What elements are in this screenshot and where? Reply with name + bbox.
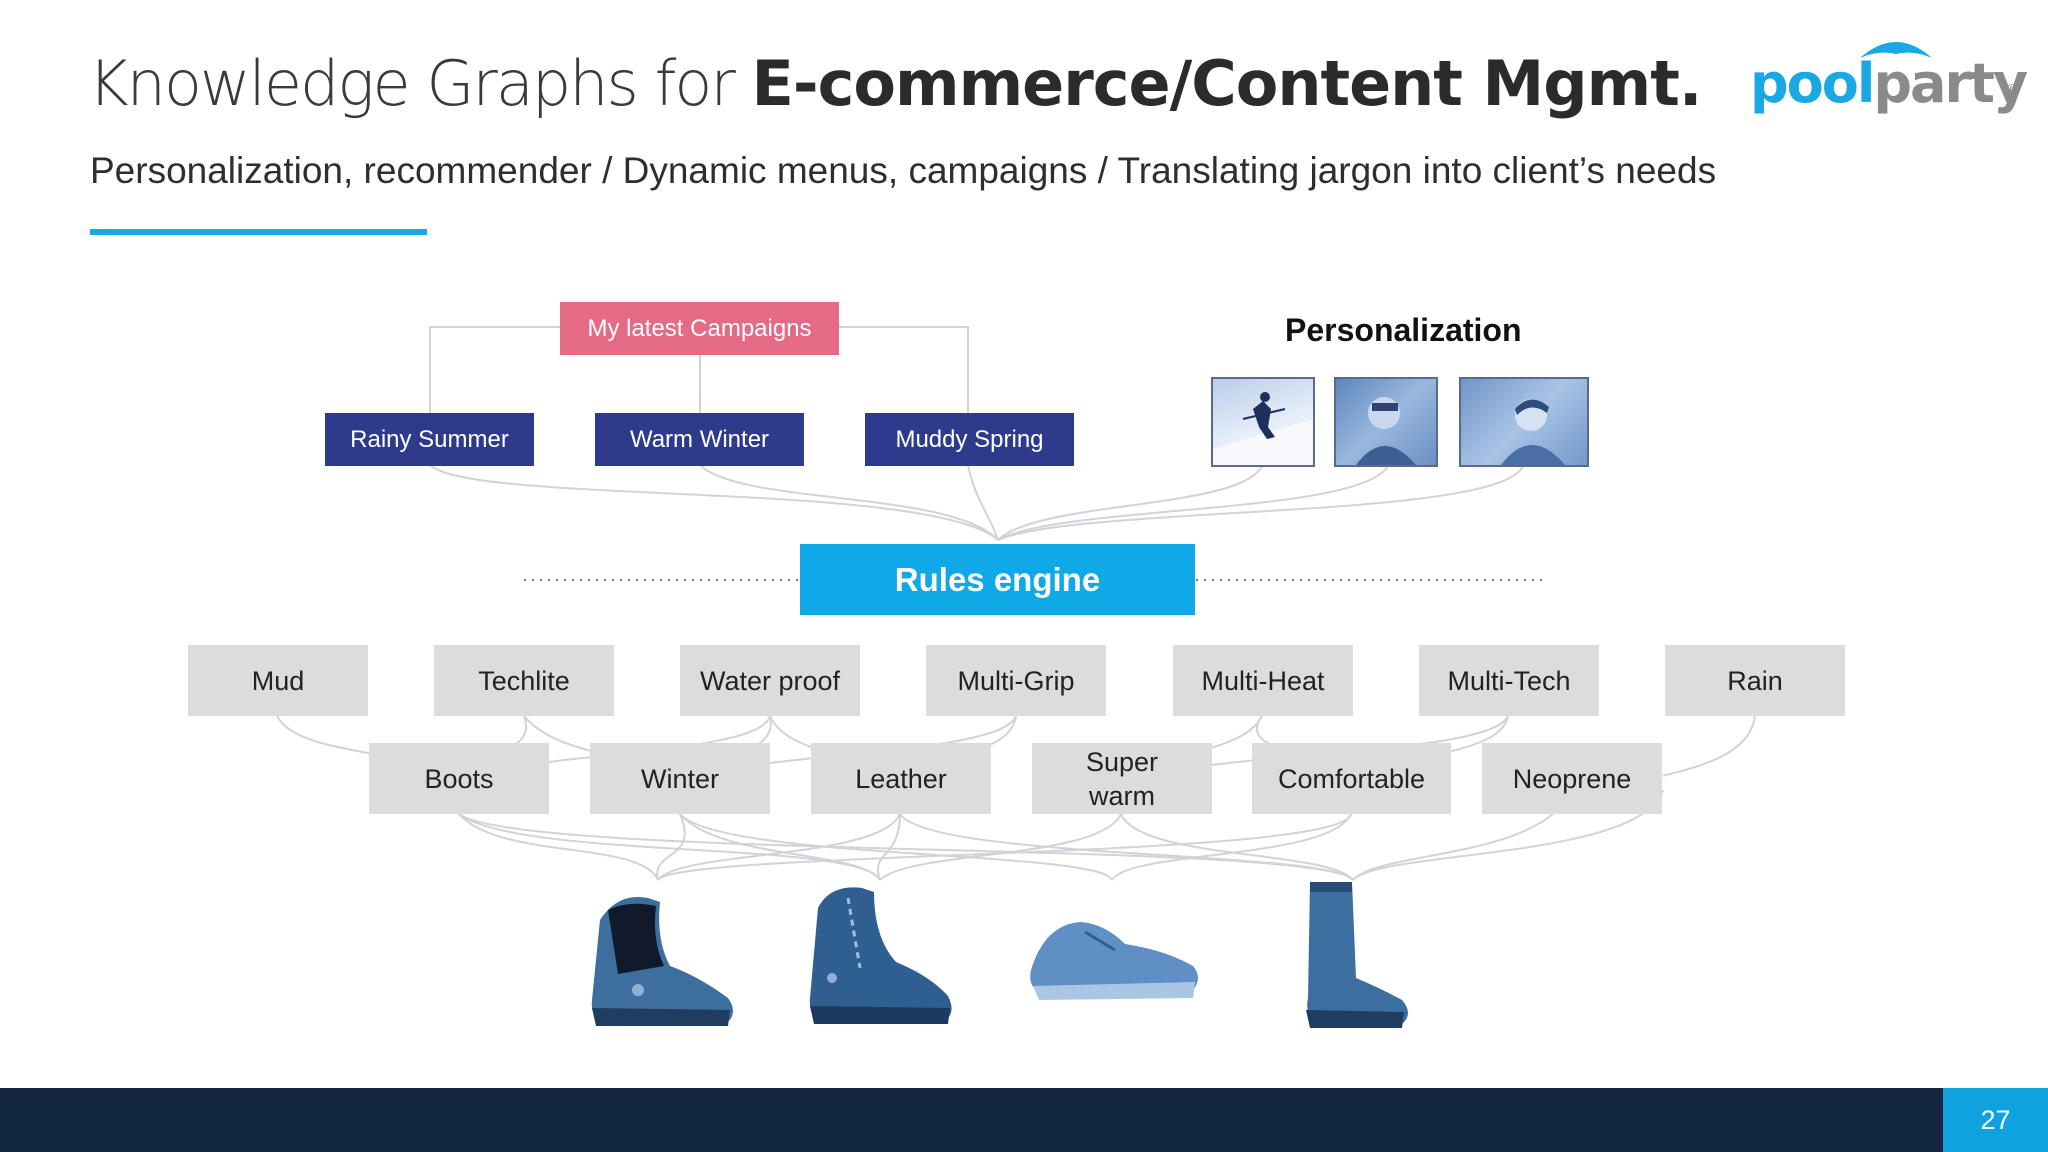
title-light: Knowledge Graphs for xyxy=(88,47,752,120)
attribute-node-comfortable: Comfortable xyxy=(1252,743,1451,814)
page-number: 27 xyxy=(1943,1088,2048,1152)
attribute-node-multi-heat: Multi-Heat xyxy=(1173,645,1353,716)
season-node-rainy-summer: Rainy Summer xyxy=(325,413,534,466)
season-node-muddy-spring: Muddy Spring xyxy=(865,413,1074,466)
campaigns-node: My latest Campaigns xyxy=(560,302,839,355)
season-node-warm-winter: Warm Winter xyxy=(595,413,804,466)
attribute-node-techlite: Techlite xyxy=(434,645,614,716)
registered-mark: ® xyxy=(2006,82,2018,99)
woman-outdoor-photo xyxy=(1459,377,1589,467)
title-bold: E-commerce/Content Mgmt. xyxy=(751,47,1703,120)
personalization-title: Personalization xyxy=(1285,312,1522,348)
attribute-node-rain: Rain xyxy=(1665,645,1845,716)
footer-bar xyxy=(0,1088,2048,1152)
hiker-photo xyxy=(1334,377,1438,467)
poolparty-logo: poolparty ® xyxy=(1748,30,2028,120)
attribute-node-mud: Mud xyxy=(188,645,368,716)
umbrella-icon xyxy=(1860,42,1932,58)
slide-title: Knowledge Graphs for E-commerce/Content … xyxy=(88,40,1703,122)
rain-boot-image xyxy=(1306,882,1408,1028)
attribute-node-multi-tech: Multi-Tech xyxy=(1419,645,1599,716)
hiking-boot-image xyxy=(809,887,952,1024)
logo-wordmark: poolparty xyxy=(1750,52,2028,115)
accent-underline xyxy=(90,229,427,235)
logo-part-pool: pool xyxy=(1750,52,1875,115)
logo-part-party: party xyxy=(1873,52,2028,115)
skier-photo xyxy=(1211,377,1315,467)
attribute-node-super-warm: Super warm xyxy=(1032,743,1212,814)
attribute-node-multi-grip: Multi-Grip xyxy=(926,645,1106,716)
attribute-node-neoprene: Neoprene xyxy=(1482,743,1662,814)
attribute-node-boots: Boots xyxy=(369,743,549,814)
attribute-node-winter: Winter xyxy=(590,743,770,814)
sneaker-image xyxy=(1030,922,1198,1000)
winter-boot-image xyxy=(591,896,733,1026)
attribute-node-water-proof: Water proof xyxy=(680,645,860,716)
attribute-node-leather: Leather xyxy=(811,743,991,814)
slide-subtitle: Personalization, recommender / Dynamic m… xyxy=(90,150,1717,191)
rules-engine-node: Rules engine xyxy=(800,544,1195,615)
